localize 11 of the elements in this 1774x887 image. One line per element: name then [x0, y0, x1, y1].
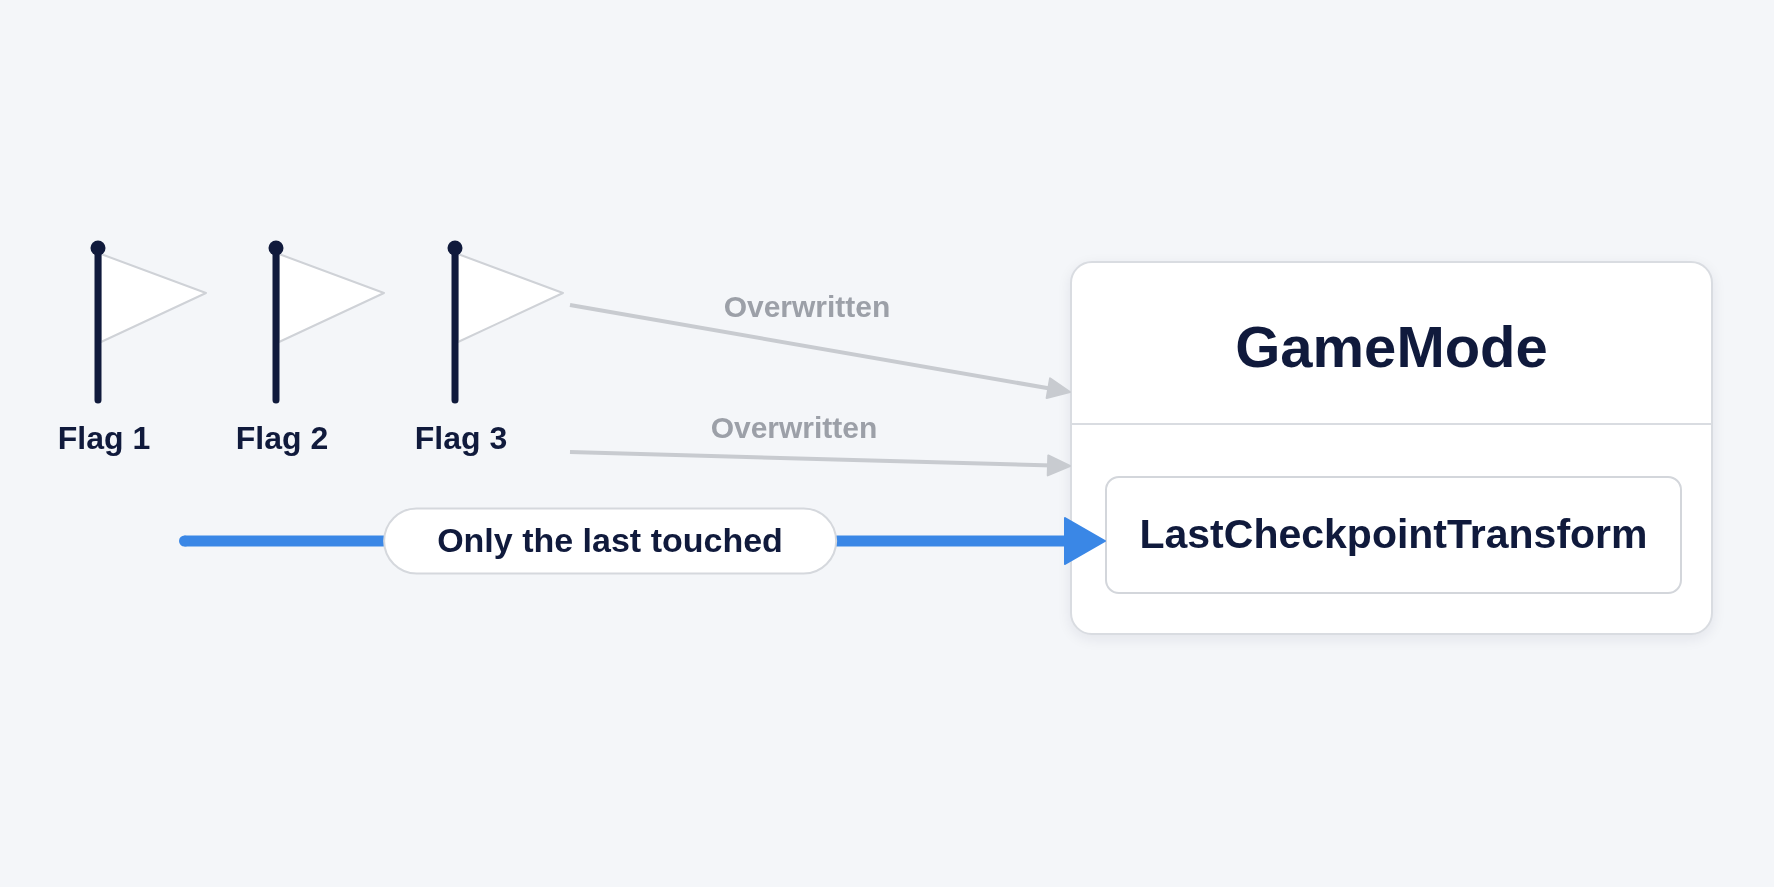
- edge-label: Overwritten: [723, 289, 891, 325]
- arrow: [569, 450, 1071, 477]
- property-box: LastCheckpointTransform: [1105, 476, 1682, 594]
- flag-label: Flag 1: [57, 420, 151, 457]
- edge-label: Overwritten: [710, 410, 878, 446]
- panel: [1070, 261, 1713, 635]
- flag-label: Flag 2: [235, 420, 329, 457]
- flag-label: Flag 3: [414, 420, 508, 457]
- edge-label: Only the last touched: [383, 507, 837, 575]
- arrow: [569, 303, 1071, 400]
- panel-title: GameMode: [1235, 313, 1548, 381]
